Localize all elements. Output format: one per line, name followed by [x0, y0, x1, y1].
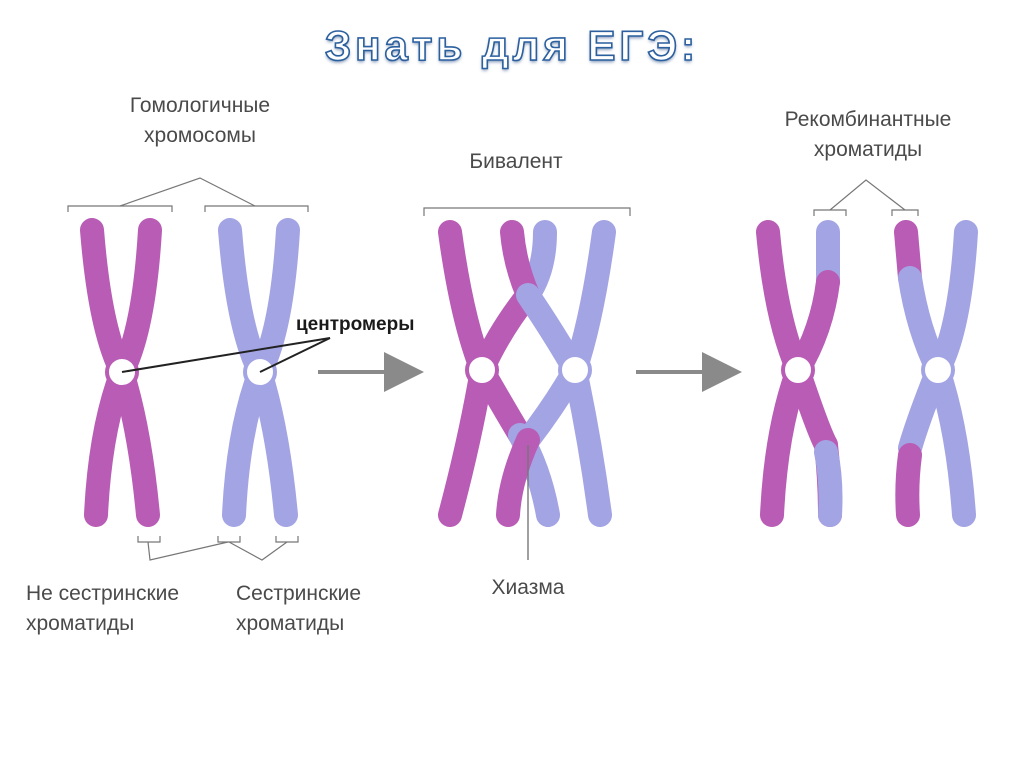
chromatid-bivalent-magenta-inner-bottom — [496, 428, 540, 527]
panel-homologous-chromosomes: Гомологичные хромосомы центромеры — [26, 94, 414, 635]
bottom-brackets — [137, 536, 299, 561]
slide-title: Знать для ЕГЭ: — [324, 21, 700, 70]
label-sister-1: Сестринские — [236, 582, 361, 605]
centromere-pointers — [121, 337, 331, 373]
centromere-recombinant-lavender — [921, 353, 955, 387]
label-centromeres: центромеры — [296, 314, 414, 335]
label-non-sister-2: хроматиды — [26, 612, 134, 635]
label-recombinant-1: Рекомбинантные — [785, 108, 952, 131]
label-chiasma: Хиазма — [492, 576, 565, 599]
centromere-bivalent-magenta — [465, 353, 499, 387]
label-homologous-2: хромосомы — [144, 124, 256, 147]
label-homologous-1: Гомологичные — [130, 94, 270, 117]
bivalent-bracket — [423, 207, 631, 216]
label-non-sister-1: Не сестринские — [26, 582, 179, 605]
centromere-bivalent-lavender — [558, 353, 592, 387]
homologous-bracket — [67, 177, 309, 212]
label-recombinant-2: хроматиды — [814, 138, 922, 161]
centromere-recombinant-magenta — [781, 353, 815, 387]
label-sister-2: хроматиды — [236, 612, 344, 635]
panel-bivalent: Бивалент Хиазма — [423, 150, 631, 599]
panel-recombinant: Рекомбинантные хроматиды — [756, 108, 978, 527]
recombinant-brackets — [813, 179, 919, 216]
label-bivalent: Бивалент — [469, 150, 563, 173]
